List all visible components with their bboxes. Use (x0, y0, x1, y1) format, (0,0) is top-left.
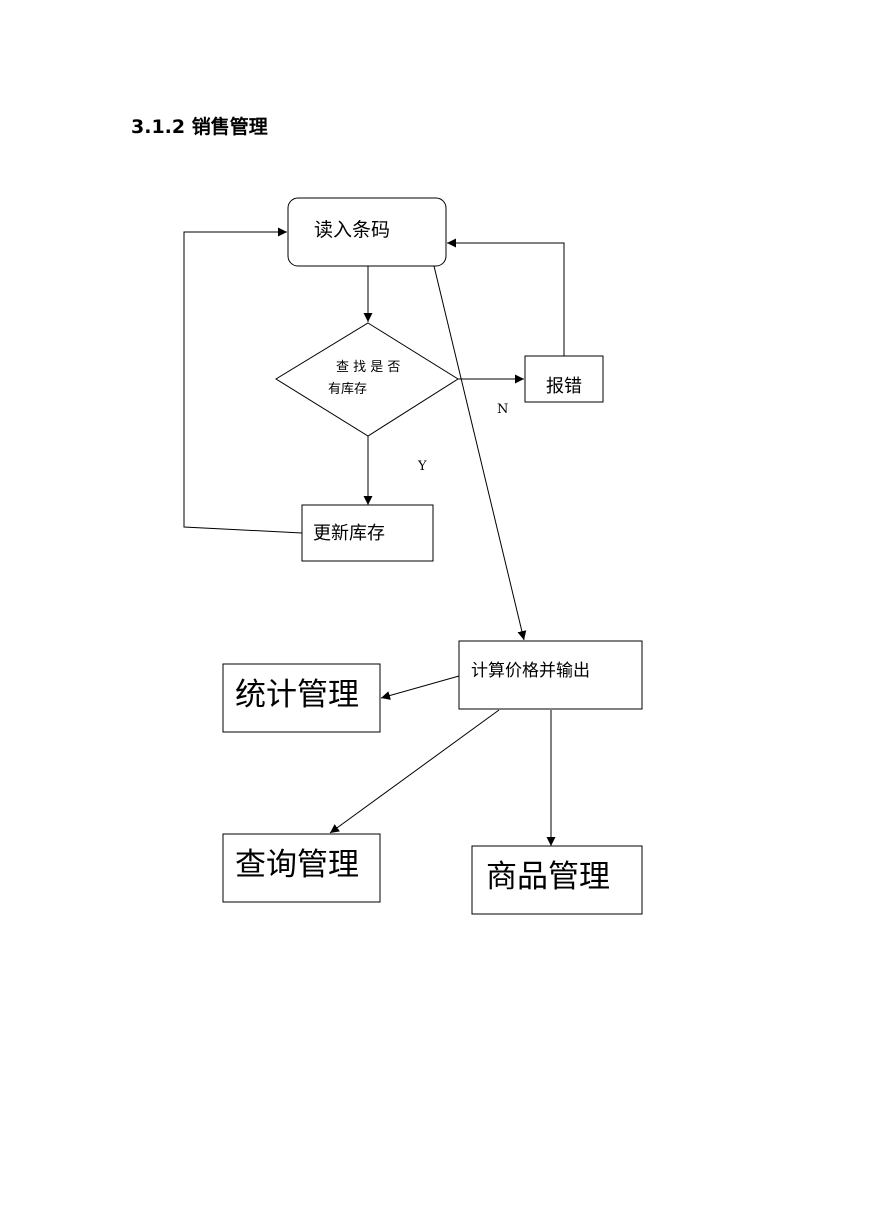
edge-update-to-read (183, 227, 303, 534)
node-goods-mgmt-label: 商品管理 (486, 859, 610, 895)
node-stats-mgmt-label: 统计管理 (235, 677, 359, 713)
edge-calc-to-query (329, 709, 500, 834)
node-check-stock-label-line1: 查 找 是 否 (336, 360, 400, 375)
node-read-barcode-label: 读入条码 (314, 219, 390, 241)
edge-read-to-calc (433, 265, 527, 641)
node-calc-price: 计算价格并输出 (458, 640, 643, 710)
node-report-error: 报错 (524, 355, 604, 403)
edge-label-yes: Y (417, 459, 427, 474)
edge-calc-to-stats (380, 675, 460, 700)
node-update-stock-label: 更新库存 (313, 523, 385, 544)
node-stats-mgmt: 统计管理 (222, 663, 381, 733)
edge-error-to-read (447, 238, 565, 356)
node-update-stock: 更新库存 (301, 504, 434, 562)
node-calc-price-label: 计算价格并输出 (471, 661, 590, 681)
node-query-mgmt: 查询管理 (222, 833, 381, 903)
edge-label-no: N (497, 402, 508, 417)
node-check-stock: 查 找 是 否 有库存 (275, 322, 459, 437)
node-goods-mgmt: 商品管理 (471, 845, 643, 915)
node-read-barcode: 读入条码 (287, 197, 447, 267)
node-check-stock-label-line2: 有库存 (328, 381, 367, 397)
node-query-mgmt-label: 查询管理 (235, 847, 359, 883)
node-report-error-label: 报错 (546, 376, 582, 397)
section-title: 3.1.2 销售管理 (131, 116, 268, 138)
